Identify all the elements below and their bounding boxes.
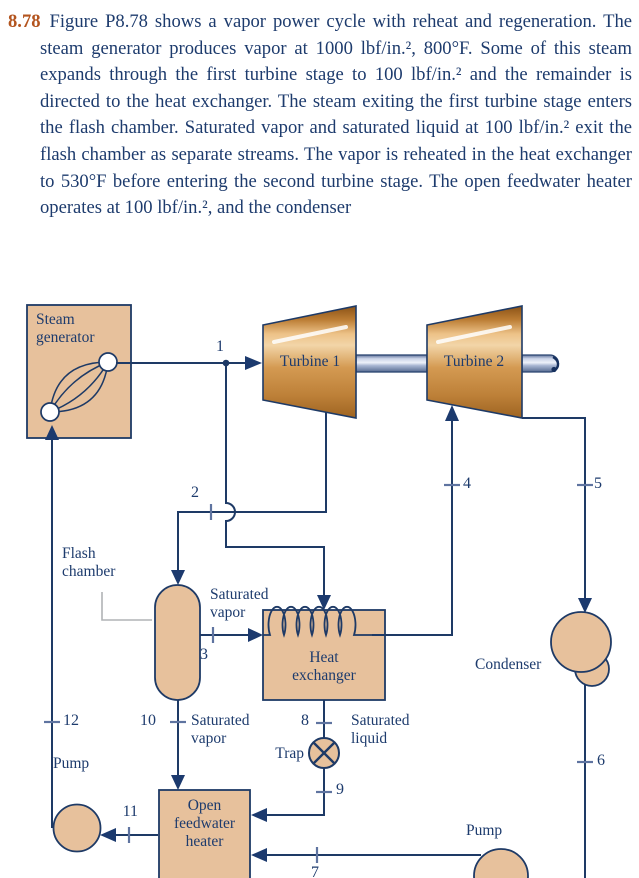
ofwh-shape bbox=[158, 789, 251, 878]
state-point-3: 3 bbox=[200, 646, 208, 663]
arrow-into-ofwh-top bbox=[171, 775, 185, 790]
figure-p878: Steam generator Turbine 1 Turbine 2 Flas… bbox=[0, 300, 639, 878]
arrow-into-turbine-1 bbox=[245, 356, 262, 370]
arrow-into-ofwh-line7 bbox=[251, 848, 267, 862]
cycle-schematic bbox=[26, 304, 612, 878]
steam-generator-label: Steam generator bbox=[36, 311, 95, 346]
ofwh-label: Open feedwater heater bbox=[173, 797, 236, 850]
arrow-into-pump-left bbox=[100, 828, 116, 842]
problem-text: Figure P8.78 shows a vapor power cycle w… bbox=[40, 11, 632, 219]
condenser-label: Condenser bbox=[475, 656, 542, 673]
saturated-vapor-top-label: Saturated vapor bbox=[210, 586, 269, 621]
flash-chamber-label: Flash chamber bbox=[62, 545, 116, 580]
coil-drum-bottom bbox=[40, 402, 60, 422]
state-point-6: 6 bbox=[597, 752, 605, 769]
turbine-1-label: Turbine 1 bbox=[279, 353, 341, 370]
trap-label: Trap bbox=[275, 745, 304, 762]
state-point-7: 7 bbox=[311, 864, 319, 878]
flash-chamber-shape bbox=[154, 584, 201, 701]
coil-drum-top bbox=[98, 352, 118, 372]
arrow-into-steam-generator bbox=[45, 425, 59, 440]
turbine-2-highlight bbox=[436, 325, 512, 344]
state-point-12: 12 bbox=[63, 712, 79, 729]
turbine-2-label: Turbine 2 bbox=[443, 353, 505, 370]
saturated-vapor-bottom-label: Saturated vapor bbox=[191, 712, 250, 747]
flow-line-9 bbox=[267, 768, 325, 816]
turbine-1-shape bbox=[262, 305, 357, 419]
turbine-shaft bbox=[355, 354, 428, 373]
hx-coil bbox=[263, 605, 372, 638]
state-point-5: 5 bbox=[594, 475, 602, 492]
flow-line-1-branch bbox=[225, 363, 325, 595]
state-point-11: 11 bbox=[122, 803, 138, 820]
pump-left-label: Pump bbox=[53, 755, 90, 772]
state-point-8: 8 bbox=[301, 712, 309, 729]
flow-lines bbox=[51, 362, 586, 878]
arrow-into-hx-left bbox=[248, 628, 263, 642]
flow-line-5 bbox=[522, 417, 586, 598]
flash-chamber-leader-line bbox=[101, 592, 152, 621]
junction-dot-1 bbox=[222, 359, 230, 367]
flow-arrowheads bbox=[45, 356, 592, 862]
arrow-into-turbine-2 bbox=[445, 405, 459, 421]
trap-symbol bbox=[308, 737, 340, 769]
condenser-shape bbox=[550, 611, 612, 687]
state-point-4: 4 bbox=[463, 475, 471, 492]
problem-number: 8.78 bbox=[8, 11, 41, 32]
state-tick-marks bbox=[44, 483, 593, 863]
arrow-into-condenser bbox=[578, 598, 592, 613]
heat-exchanger-label: Heat exchanger bbox=[292, 649, 356, 684]
state-point-1: 1 bbox=[216, 338, 224, 355]
arrow-into-flash-chamber bbox=[171, 570, 185, 585]
state-point-9: 9 bbox=[336, 781, 344, 798]
pump-left-shape bbox=[52, 803, 102, 853]
shaft-break-dot bbox=[551, 366, 557, 373]
saturated-liquid-label: Saturated liquid bbox=[351, 712, 410, 747]
pump-right-shape bbox=[473, 848, 529, 878]
arrow-into-hx-top bbox=[317, 595, 331, 610]
flow-line-4 bbox=[372, 421, 453, 636]
state-point-2: 2 bbox=[191, 484, 199, 501]
turbine-1-highlight bbox=[272, 325, 348, 344]
pump-right-label: Pump bbox=[466, 822, 503, 839]
arrow-into-ofwh-line9 bbox=[251, 808, 267, 822]
flow-line-2 bbox=[177, 412, 327, 570]
state-point-10: 10 bbox=[140, 712, 156, 729]
